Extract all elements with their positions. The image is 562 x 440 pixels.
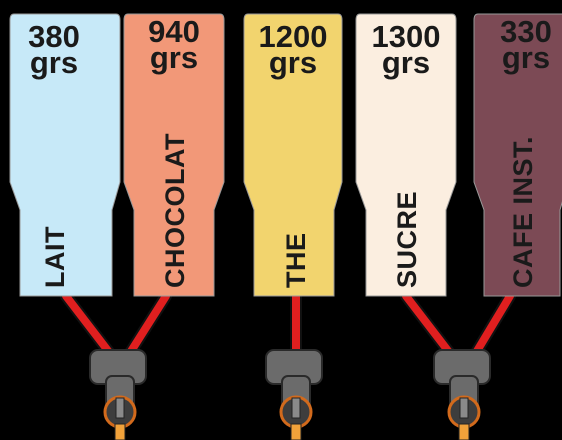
canister-sucre: 1300 grs SUCRE — [355, 13, 457, 297]
mixer-shaft — [459, 397, 469, 419]
mixer-left — [89, 349, 147, 440]
canister-qty: 1200 — [259, 19, 328, 54]
canister-unit: grs — [269, 45, 317, 80]
canister-body — [243, 13, 343, 297]
mixer-spout — [458, 423, 470, 440]
canister-label: SUCRE — [392, 191, 422, 288]
canister-label: CHOCOLAT — [160, 133, 190, 288]
canister-qty: 330 — [500, 14, 552, 49]
canister-lait: 380 grs LAIT — [9, 13, 121, 297]
tube-cafe-inst — [468, 290, 516, 362]
mixer-right — [433, 349, 491, 440]
mixer-spout — [114, 423, 126, 440]
mixer-spout — [290, 423, 302, 440]
canister-label: LAIT — [40, 226, 70, 288]
tube-sucre — [400, 290, 458, 362]
canister-unit: grs — [502, 40, 550, 75]
canister-label: CAFE INST. — [508, 136, 538, 288]
canister-body — [473, 13, 562, 297]
canister-qty: 1300 — [372, 19, 441, 54]
canister-qty: 940 — [148, 14, 200, 49]
tube-chocolat — [122, 290, 172, 362]
canister-body — [9, 13, 121, 297]
mixer-center — [265, 349, 323, 440]
canister-body — [355, 13, 457, 297]
canister-the: 1200 grs THE — [243, 13, 343, 297]
canister-chocolat: 940 grs CHOCOLAT — [123, 13, 225, 297]
canister-unit: grs — [382, 45, 430, 80]
canister-qty: 380 — [28, 19, 80, 54]
canister-label: THE — [281, 233, 311, 289]
mixer-shaft — [115, 397, 125, 419]
canister-cafe-inst: 330 grs CAFE INST. — [473, 13, 562, 297]
canister-unit: grs — [150, 40, 198, 75]
canister-body — [123, 13, 225, 297]
canister-unit: grs — [30, 45, 78, 80]
mixer-shaft — [291, 397, 301, 419]
